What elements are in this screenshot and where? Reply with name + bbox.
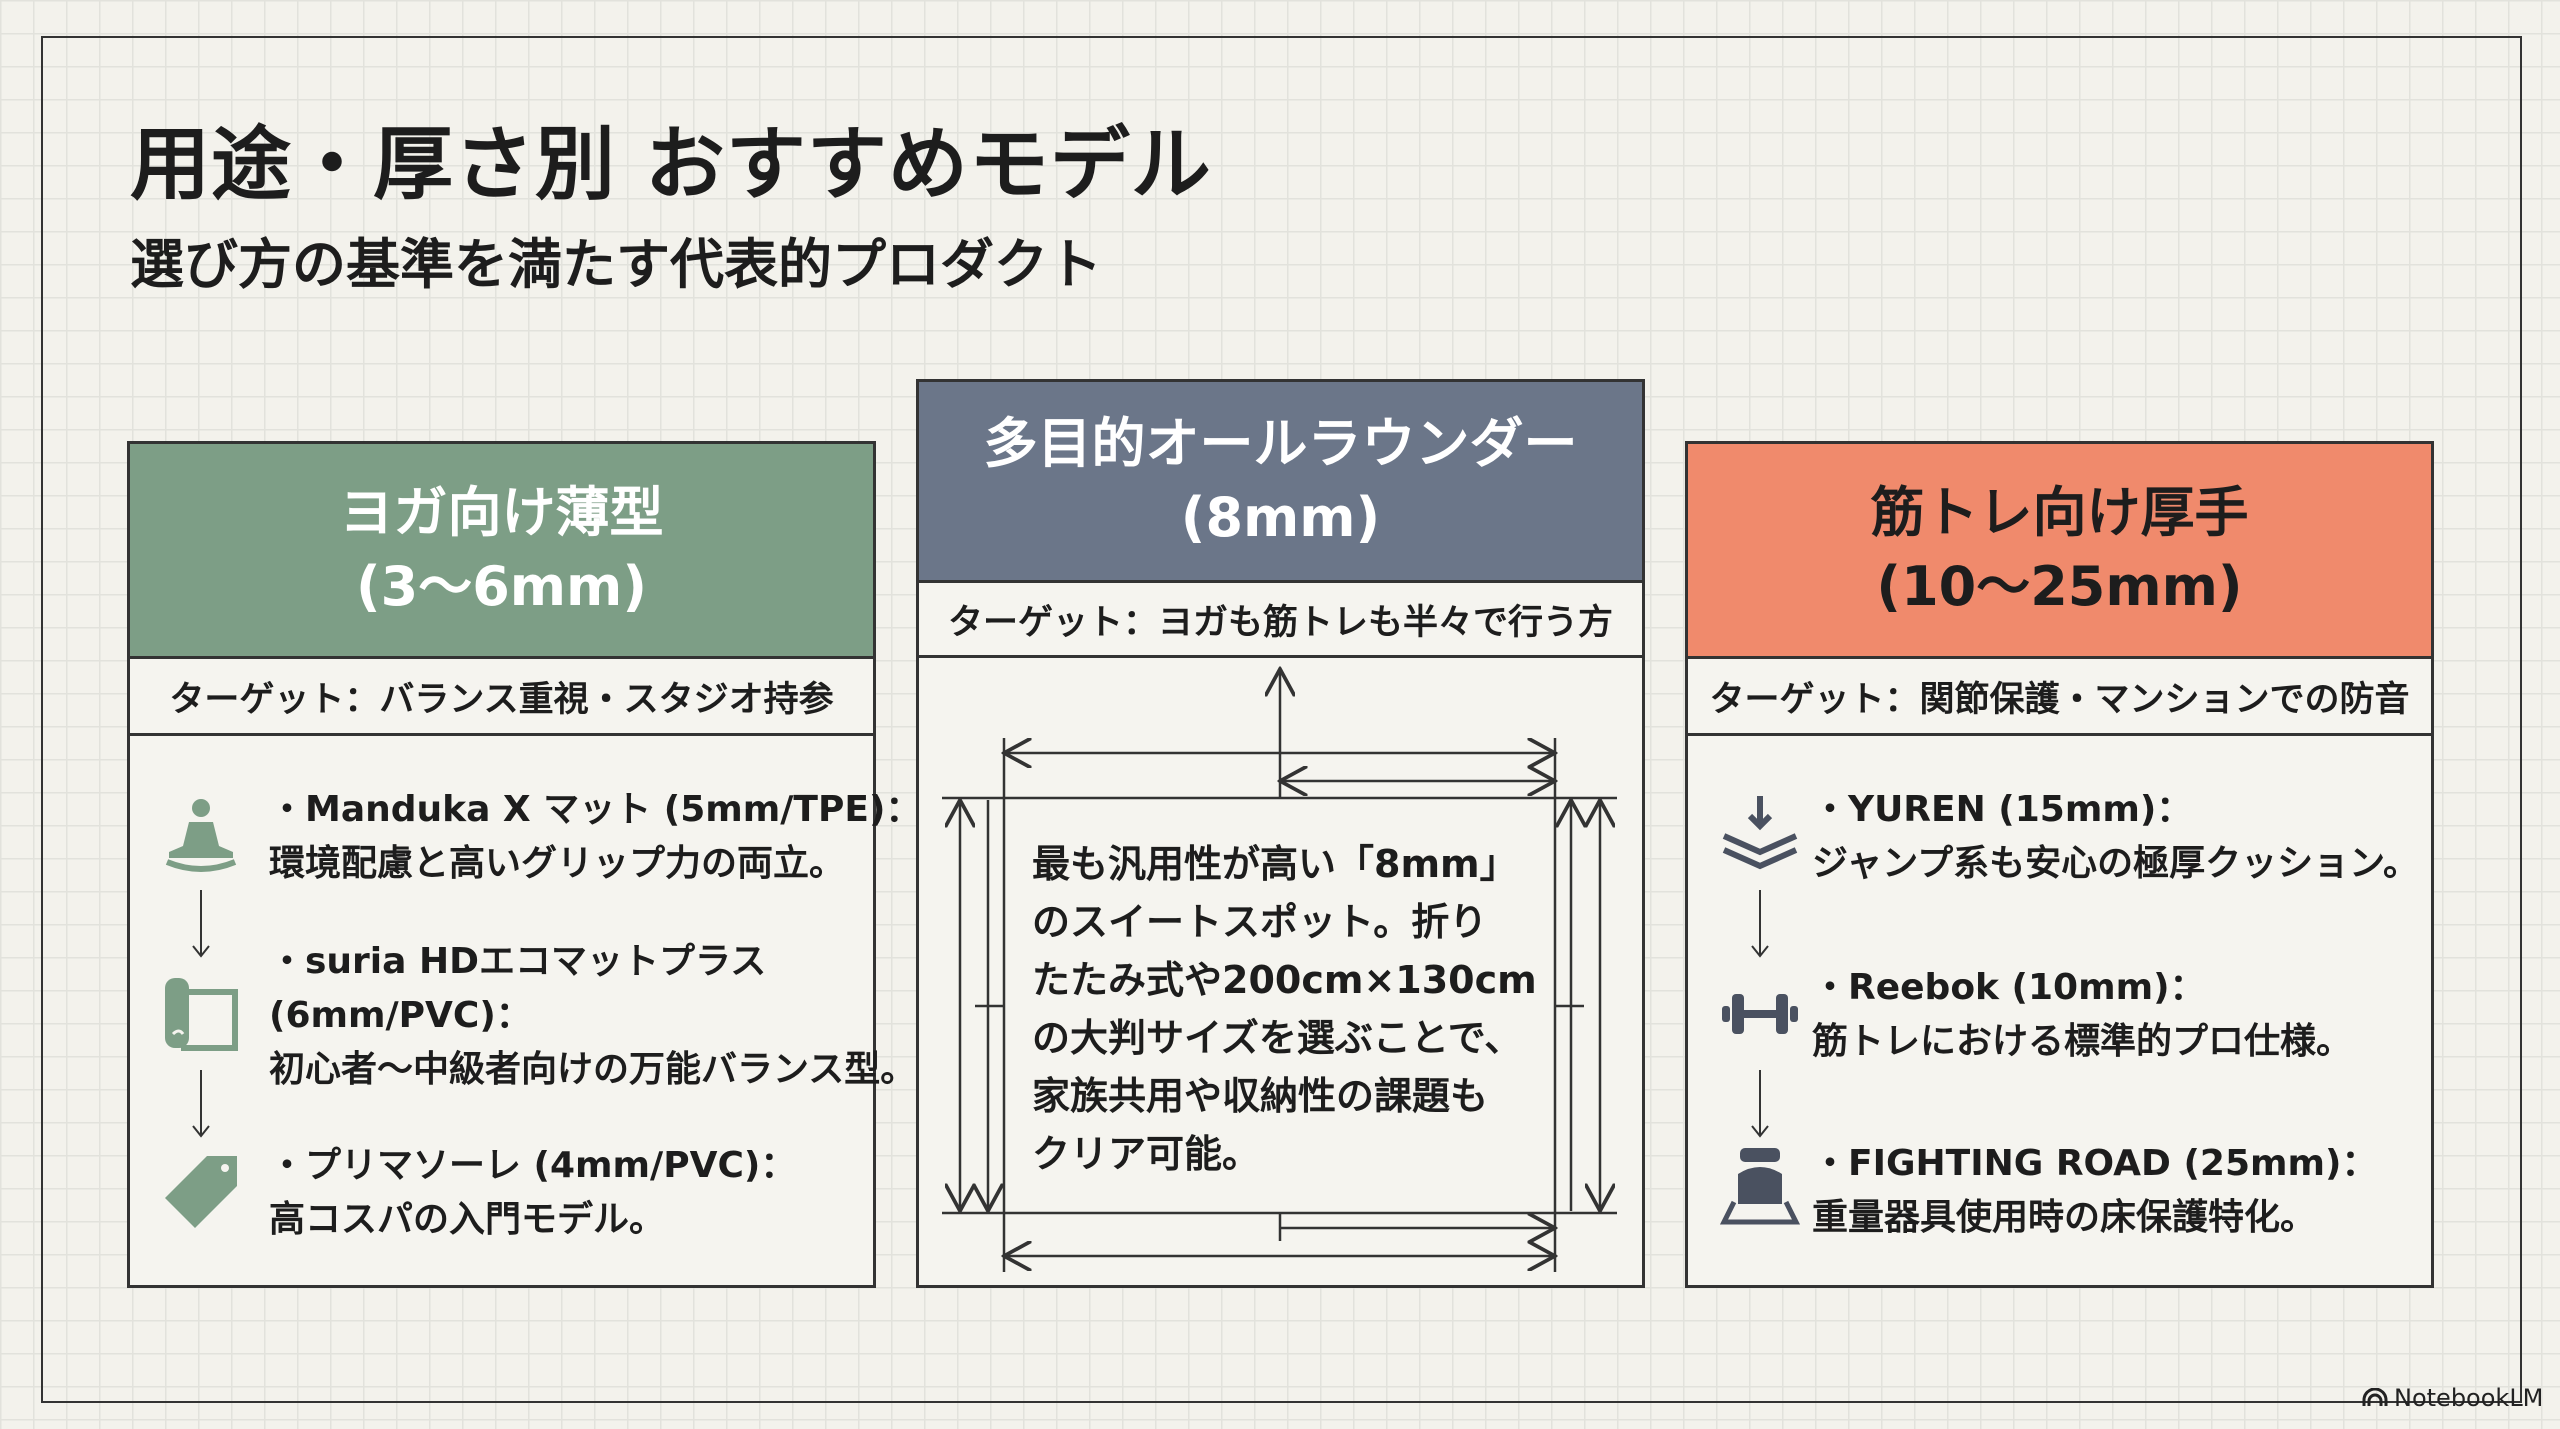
card-target: ターゲット：ヨガも筋トレも半々で行う方 [919, 583, 1642, 658]
price-tag-icon [165, 1156, 237, 1228]
page-title: 用途・厚さ別 おすすめモデル [130, 118, 1212, 211]
item-desc: 環境配慮と高いグリップ力の両立。 [269, 843, 846, 884]
kettlebell-icon [1720, 1148, 1800, 1225]
card-title: 筋トレ向け厚手 [1870, 481, 2249, 544]
card-yoga: ヨガ向け薄型 (3〜6mm) ターゲット：バランス重視・スタジオ持参 [127, 441, 876, 1288]
item-spec: (6mm/PVC)： [269, 995, 532, 1036]
card-range: (8mm) [1180, 486, 1381, 549]
card-header: ヨガ向け薄型 (3〜6mm) [130, 444, 873, 659]
description-line: たたみ式や200cm×130cm [1032, 958, 1537, 1002]
item-desc: 初心者〜中級者向けの万能バランス型。 [269, 1049, 917, 1090]
arrow-down-icon [1751, 1070, 1769, 1138]
card-range: (10〜25mm) [1876, 555, 2243, 618]
item-name: ・プリマソーレ (4mm/PVC)： [269, 1145, 797, 1186]
item-name: ・FIGHTING ROAD (25mm)： [1812, 1143, 2378, 1184]
item-name: ・suria HDエコマットプラス [269, 941, 767, 982]
logo-text: NotebookLM [2394, 1384, 2544, 1412]
arrow-down-icon [192, 1070, 210, 1138]
item-desc: 筋トレにおける標準的プロ仕様。 [1812, 1021, 2353, 1062]
card-target: ターゲット：関節保護・マンションでの防音 [1688, 659, 2431, 736]
arrow-down-icon [192, 890, 210, 958]
item-name: ・YUREN (15mm)： [1812, 789, 2193, 830]
list-item: ・プリマソーレ (4mm/PVC)： 高コスパの入門モデル。 [269, 1139, 796, 1247]
card-training: 筋トレ向け厚手 (10〜25mm) ターゲット：関節保護・マンションでの防音 [1685, 441, 2434, 1288]
list-item: ・suria HDエコマットプラス (6mm/PVC)： 初心者〜中級者向けの万… [269, 935, 916, 1097]
list-item: ・Reebok (10mm)： 筋トレにおける標準的プロ仕様。 [1812, 961, 2352, 1069]
meditation-icon [165, 799, 237, 872]
item-name: ・Manduka X マット (5mm/TPE)： [269, 789, 922, 830]
card-allround: 多目的オールラウンダー (8mm) ターゲット：ヨガも筋トレも半々で行う方 [916, 379, 1645, 1288]
allround-description: 最も汎用性が高い「8mm」 のスイートスポット。折り たたみ式や200cm×13… [1032, 835, 1537, 1183]
description-line: の大判サイズを選ぶことで、 [1032, 1016, 1523, 1060]
list-item: ・Manduka X マット (5mm/TPE)： 環境配慮と高いグリップ力の両… [269, 783, 921, 891]
notebooklm-logo-icon [2362, 1388, 2388, 1406]
notebooklm-logo: NotebookLM [2362, 1384, 2543, 1412]
card-title: 多目的オールラウンダー [983, 412, 1578, 475]
item-name: ・Reebok (10mm)： [1812, 967, 2206, 1008]
card-target: ターゲット：バランス重視・スタジオ持参 [130, 659, 873, 736]
dumbbell-icon [1722, 994, 1798, 1034]
card-title: ヨガ向け薄型 [339, 481, 664, 544]
card-header: 多目的オールラウンダー (8mm) [919, 382, 1642, 583]
description-line: 家族共用や収納性の課題も [1032, 1074, 1489, 1118]
card-range: (3〜6mm) [355, 555, 648, 618]
item-desc: 重量器具使用時の床保護特化。 [1812, 1197, 2317, 1238]
rolled-mat-icon [165, 978, 238, 1051]
cushion-impact-icon [1722, 796, 1798, 870]
arrow-down-icon [1751, 890, 1769, 958]
list-item: ・FIGHTING ROAD (25mm)： 重量器具使用時の床保護特化。 [1812, 1137, 2378, 1245]
item-desc: 高コスパの入門モデル。 [269, 1199, 666, 1240]
item-desc: ジャンプ系も安心の極厚クッション。 [1812, 843, 2419, 884]
description-line: クリア可能。 [1032, 1132, 1261, 1176]
description-line: 最も汎用性が高い「8mm」 [1032, 842, 1518, 886]
page-subtitle: 選び方の基準を満たす代表的プロダクト [130, 233, 1102, 296]
slide-frame [41, 36, 2522, 1403]
card-header: 筋トレ向け厚手 (10〜25mm) [1688, 444, 2431, 659]
description-line: のスイートスポット。折り [1032, 900, 1488, 944]
list-item: ・YUREN (15mm)： ジャンプ系も安心の極厚クッション。 [1812, 783, 2419, 891]
